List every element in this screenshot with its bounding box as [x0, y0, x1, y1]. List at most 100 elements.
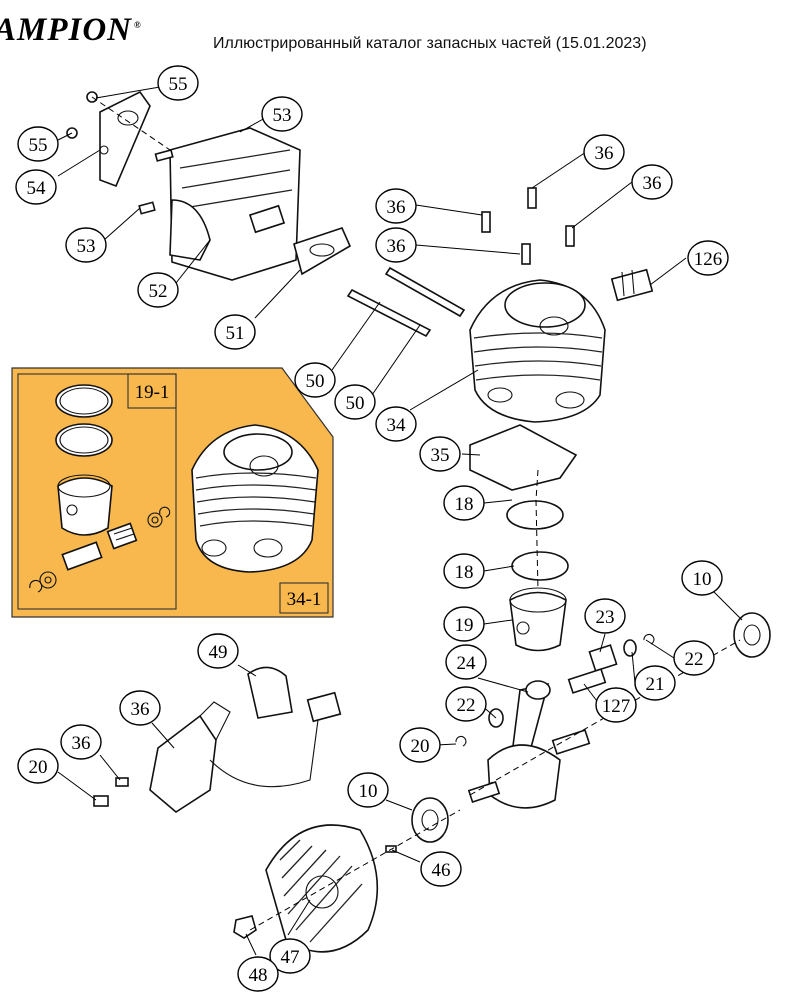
spark-plug [610, 268, 654, 302]
callout-number: 46 [432, 860, 451, 881]
callout-55: 55 [17, 126, 59, 162]
callout-bubble [214, 314, 256, 350]
callout-bubble [375, 406, 417, 442]
callout-126: 126 [687, 240, 729, 276]
callout-bubble [269, 938, 311, 974]
callout-10: 10 [681, 560, 723, 596]
callout-number: 126 [694, 249, 723, 270]
piston-kit-label-box [127, 373, 177, 409]
callout-18: 18 [443, 485, 485, 521]
callout-36: 36 [583, 134, 625, 170]
callout-number: 35 [431, 445, 450, 466]
cylinder [469, 279, 606, 423]
callout-bubble [237, 956, 279, 992]
callout-46: 46 [420, 851, 462, 887]
callout-number: 55 [169, 74, 188, 95]
callout-bubble [261, 96, 303, 132]
piston-ring-upper [506, 500, 564, 530]
callout-number: 36 [387, 197, 406, 218]
callout-bubble [60, 724, 102, 760]
callout-number: 49 [209, 642, 228, 663]
callout-35: 35 [419, 436, 461, 472]
callout-labels: 55 53 55 54 36 36 36 36 126 53 52 51 50 50 34 35 18 18 19 2… [15, 65, 729, 992]
cylinder-kit-label-box [279, 582, 329, 614]
callout-53: 53 [261, 96, 303, 132]
callout-54: 54 [15, 169, 57, 205]
kit-cylinder [191, 424, 319, 573]
piston-ring-lower [511, 551, 569, 581]
callout-18: 18 [443, 553, 485, 589]
callout-36: 36 [375, 188, 417, 224]
callout-21: 21 [634, 665, 676, 701]
callout-bubble [15, 169, 57, 205]
needle-bearing-and-pin [455, 633, 655, 747]
callout-36: 36 [60, 724, 102, 760]
callout-53: 53 [65, 227, 107, 263]
callout-number: 36 [387, 236, 406, 257]
callout-number: 51 [226, 323, 245, 344]
callout-34: 34 [375, 406, 417, 442]
callout-bubble [65, 227, 107, 263]
cylinder-kit-label: 34-1 [287, 589, 322, 610]
callout-number: 23 [596, 607, 615, 628]
callout-number: 19 [455, 615, 474, 636]
callout-number: 18 [455, 494, 474, 515]
callout-36: 36 [631, 164, 673, 200]
callout-47: 47 [269, 938, 311, 974]
callout-bubble [137, 272, 179, 308]
callout-bubble [584, 598, 626, 634]
callout-bubble [294, 362, 336, 398]
studs [346, 266, 466, 338]
brand-logo: AMPION® [0, 12, 142, 48]
callout-number: 54 [27, 178, 47, 199]
callout-51: 51 [214, 314, 256, 350]
callout-bubble [17, 748, 59, 784]
callout-bubble [445, 644, 487, 680]
callout-127: 127 [595, 687, 637, 723]
base-gasket [469, 424, 578, 491]
callout-number: 18 [455, 562, 474, 583]
callout-bubble [375, 188, 417, 224]
callout-number: 55 [29, 135, 48, 156]
callout-bubble [419, 436, 461, 472]
callout-bubble [17, 126, 59, 162]
ignition-coil [93, 666, 342, 813]
callout-number: 36 [643, 173, 662, 194]
callout-number: 53 [273, 105, 292, 126]
callout-55: 55 [157, 65, 199, 101]
leader-lines [57, 86, 743, 956]
piston-kit-label: 19-1 [135, 382, 170, 403]
callout-bubble [673, 640, 715, 676]
callout-bubble [399, 727, 441, 763]
callout-bubble [443, 553, 485, 589]
callout-bubble [634, 665, 676, 701]
callout-number: 52 [149, 281, 168, 302]
callout-number: 20 [411, 736, 430, 757]
callout-number: 22 [685, 649, 704, 670]
main-bearings [411, 612, 771, 843]
callout-24: 24 [445, 644, 487, 680]
callout-number: 36 [595, 143, 614, 164]
callout-36: 36 [119, 690, 161, 726]
callout-number: 36 [72, 733, 91, 754]
callout-number: 24 [457, 653, 477, 674]
flywheel [233, 824, 397, 953]
callout-number: 21 [646, 674, 665, 695]
callout-bubble [687, 240, 729, 276]
callout-number: 20 [29, 757, 48, 778]
catalog-title: Иллюстрированный каталог запасных частей… [213, 35, 647, 52]
callout-number: 48 [249, 965, 268, 986]
callout-number: 47 [281, 947, 300, 968]
callout-bubble [583, 134, 625, 170]
callout-20: 20 [17, 748, 59, 784]
callout-50: 50 [294, 362, 336, 398]
piston [509, 587, 567, 652]
callout-52: 52 [137, 272, 179, 308]
muffler-assembly [66, 90, 352, 281]
crankshaft [467, 680, 591, 809]
callout-number: 10 [693, 569, 712, 590]
callout-number: 50 [346, 393, 365, 414]
callout-bubble [119, 690, 161, 726]
